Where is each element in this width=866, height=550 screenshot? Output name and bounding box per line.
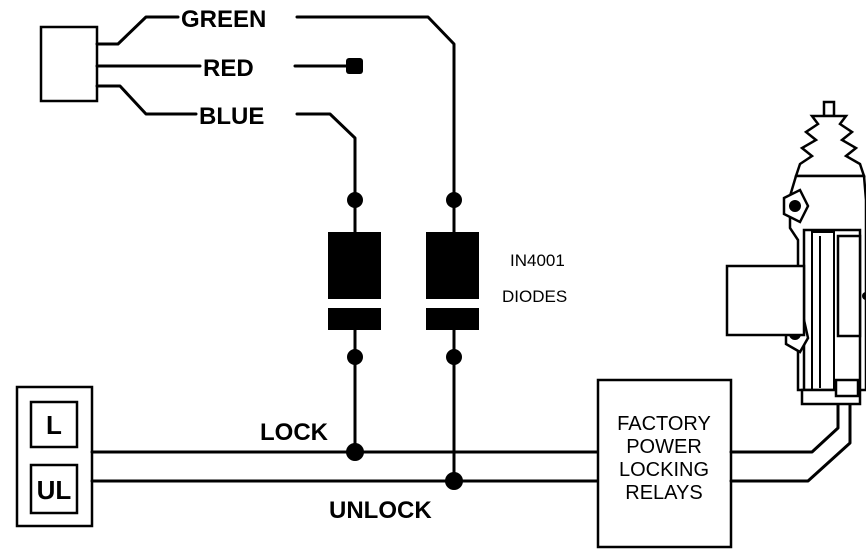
- relay-box-line-4: RELAYS: [625, 482, 702, 504]
- diode-right-band: [426, 299, 479, 308]
- lock-wire-label: LOCK: [260, 419, 329, 446]
- green-wire: [95, 15, 456, 202]
- red-wire: [95, 58, 363, 74]
- connector-plug: [39, 25, 99, 103]
- diode-left-band: [328, 299, 381, 308]
- relay-box-line-3: LOCKING: [619, 459, 709, 481]
- relay-box-outline: [596, 378, 733, 549]
- diode-left-body: [328, 232, 381, 330]
- switch-lock-label: L: [46, 410, 62, 440]
- diode-part-number: IN4001: [510, 251, 565, 270]
- diode-right-top-terminal: [446, 192, 462, 208]
- diode-label: DIODES: [502, 287, 567, 306]
- relay-box-line-2: POWER: [626, 436, 702, 458]
- actuator-wires: [729, 394, 852, 483]
- switch-unlock-button: [29, 463, 79, 515]
- unlock-wire-label: UNLOCK: [329, 497, 432, 524]
- green-wire-label: GREEN: [181, 6, 266, 33]
- relay-box: FACTORY POWER LOCKING RELAYS: [596, 378, 733, 549]
- relay-box-line-1: FACTORY: [617, 413, 711, 435]
- diode-left-top-terminal: [347, 192, 363, 208]
- switch-lock-button: [29, 400, 79, 449]
- diode-right-bottom-terminal: [446, 349, 462, 365]
- red-wire-cap: [346, 58, 363, 74]
- lock-wire-junction: [346, 443, 364, 461]
- diode-right-body: [426, 232, 479, 330]
- blue-wire-label: BLUE: [199, 103, 264, 130]
- switch-unlock-label: UL: [37, 475, 72, 505]
- diode-left: [328, 192, 381, 454]
- unlock-wire-junction: [445, 472, 463, 490]
- diode-left-bottom-terminal: [347, 349, 363, 365]
- red-wire-label: RED: [203, 55, 254, 82]
- diode-right: [426, 192, 479, 483]
- door-lock-switch: L UL: [15, 385, 94, 528]
- blue-wire: [95, 84, 357, 202]
- door-lock-actuator: [725, 100, 866, 406]
